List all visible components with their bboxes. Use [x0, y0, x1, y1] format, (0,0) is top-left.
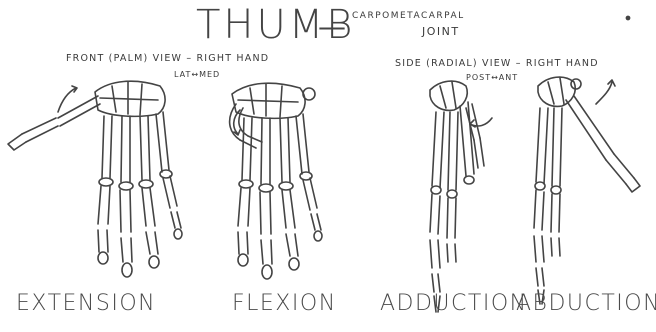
hand-abduction	[534, 77, 640, 304]
subtitle-line-2: JOINT	[422, 25, 460, 38]
hand-flexion	[230, 83, 322, 279]
caption-extension: EXTENSION	[16, 291, 156, 316]
front-view-label: FRONT (PALM) VIEW – RIGHT HAND	[66, 53, 269, 64]
title-dash: —	[318, 10, 347, 43]
caption-flexion: FLEXION	[232, 291, 337, 316]
front-direction-label: LAT↔MED	[174, 70, 220, 79]
caption-abduction: ABDUCTION	[516, 291, 656, 316]
hand-adduction	[430, 81, 492, 312]
side-direction-label: POST↔ANT	[466, 73, 518, 82]
hand-extension	[8, 81, 182, 277]
side-view-label: SIDE (RADIAL) VIEW – RIGHT HAND	[395, 58, 599, 69]
subtitle-line-1: CARPOMETACARPAL	[352, 11, 465, 21]
caption-adduction: ADDUCTION	[380, 291, 528, 316]
corner-mark	[626, 16, 629, 19]
